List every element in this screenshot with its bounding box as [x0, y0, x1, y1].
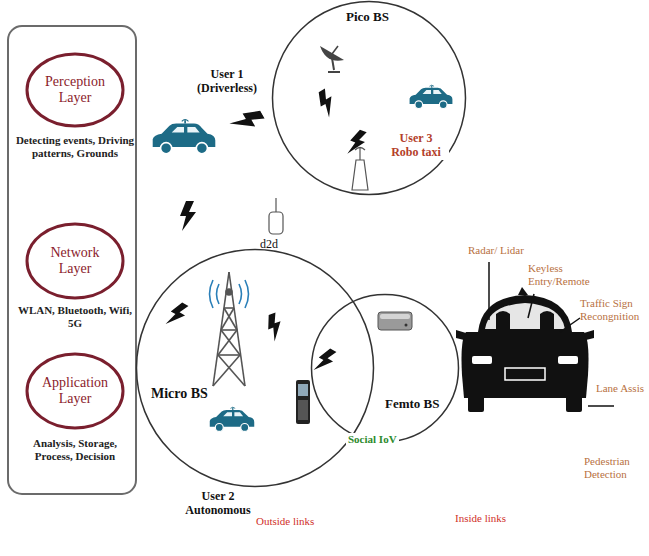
layer-ellipse: [27, 354, 123, 428]
circle-outline: [271, 0, 467, 196]
coverage-circle: [137, 250, 374, 487]
circle-outline: [135, 248, 375, 488]
node-title: Perception Layer: [35, 74, 115, 106]
annotation-label: Inside links: [455, 512, 506, 525]
layer-ellipse-node: Application Layer: [25, 352, 125, 430]
wireless-bolt: [314, 88, 340, 119]
leader-lines: [489, 262, 614, 406]
base-station-cell: Micro BSUser 2 Autonomous: [135, 248, 375, 488]
wireless-bolt: [164, 300, 190, 331]
mobile-phone: [296, 380, 310, 424]
annotation-label: User 1 (Driverless): [190, 68, 264, 96]
annotation-label: Traffic Sign Recongnition: [580, 297, 644, 322]
coverage-circle: [273, 2, 466, 195]
car-user2: [210, 407, 254, 431]
wireless-bolt: [228, 105, 265, 137]
macro-tower: [210, 272, 249, 386]
car-user3: [410, 85, 453, 108]
annotation-label: WLAN, Bluetooth, Wifi, 5G: [14, 304, 136, 329]
coverage-circle: [312, 295, 459, 442]
car-user1: [153, 120, 216, 154]
annotation-label: Radar/ Lidar: [468, 244, 524, 257]
node-caption: User 3 Robo taxi: [383, 132, 449, 160]
layer-ellipse-node: Perception Layer: [25, 52, 125, 128]
annotation-label: Lane Assis: [596, 382, 644, 395]
node-title: Pico BS: [344, 10, 391, 25]
vehicle-front-view: [456, 287, 594, 412]
node-title: Micro BS: [149, 386, 210, 402]
wireless-bolt: [312, 346, 338, 377]
femto-device: [378, 312, 412, 330]
annotation-label: Pedestrian Detection: [584, 455, 644, 480]
node-caption: Social IoV: [346, 433, 399, 446]
layer-ellipse: [27, 224, 123, 298]
node-caption: User 2 Autonomous: [177, 490, 259, 518]
annotation-label: Outside links: [256, 515, 314, 528]
layer-panel: [8, 26, 136, 494]
lightning-links: [164, 88, 368, 377]
dish-antenna: [320, 46, 344, 72]
circle-outline: [310, 293, 460, 443]
pico-antenna: [352, 148, 368, 191]
annotation-label: d2d: [260, 238, 278, 252]
wireless-bolt: [180, 201, 196, 231]
node-title: Network Layer: [35, 245, 115, 277]
d2d-antenna: [269, 198, 283, 234]
node-title: Femto BS: [383, 397, 442, 412]
wireless-bolt: [346, 128, 369, 158]
base-station-cell: Femto BS Social IoV: [310, 293, 460, 443]
vehicles: [153, 85, 453, 431]
base-station-cell: Pico BS User 3 Robo taxi: [271, 0, 467, 196]
annotation-label: Detecting events, Driving patterns, Grou…: [14, 134, 136, 159]
wireless-bolt: [264, 312, 287, 342]
annotation-label: Analysis, Storage, Process, Decision: [14, 437, 136, 462]
layer-ellipse-node: Network Layer: [25, 222, 125, 300]
annotation-label: Keyless Entry/Remote: [528, 262, 608, 287]
layer-ellipse: [27, 54, 123, 126]
node-title: Application Layer: [35, 375, 115, 407]
